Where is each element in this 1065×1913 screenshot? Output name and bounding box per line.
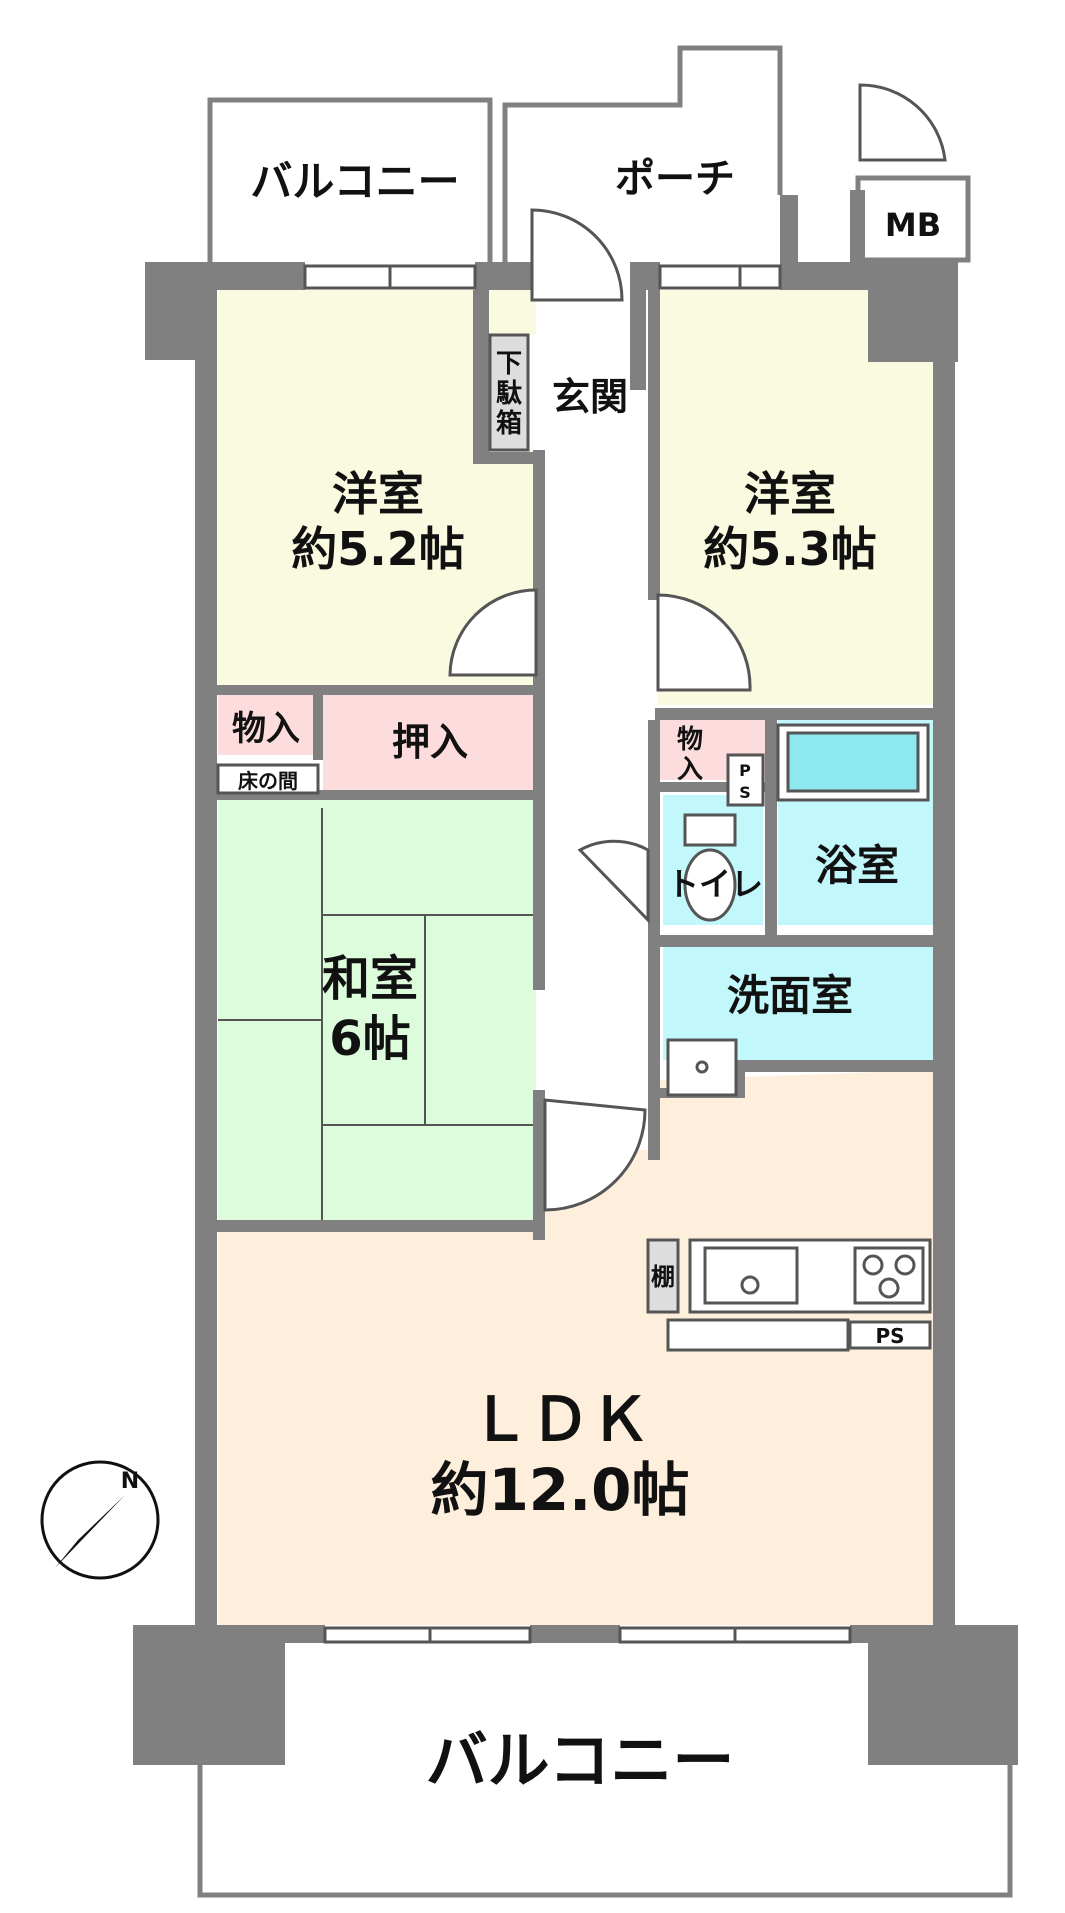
genkan-fill — [530, 335, 642, 450]
ps-small-label-1: P — [739, 761, 751, 780]
toilet-tank — [683, 813, 737, 847]
oshiire-label: 押入 — [392, 720, 468, 764]
getabako-label-2: 駄 — [496, 379, 522, 409]
washitsu-fill — [218, 800, 536, 1220]
tatami-lines — [218, 808, 536, 1220]
kitchen-sink — [703, 1246, 799, 1305]
washroom-label: 洗面室 — [727, 971, 853, 1020]
bathtub-inner — [786, 731, 920, 793]
genkan-label: 玄関 — [552, 375, 628, 419]
western-left-name: 洋室 — [332, 467, 424, 521]
storage-left-fill — [218, 695, 313, 755]
compass: N — [40, 1460, 160, 1580]
mb-label: MB — [885, 206, 941, 244]
tokonoma-label: 床の間 — [238, 769, 298, 793]
compass-needle — [55, 1495, 125, 1568]
balcony-top-label: バルコニー — [250, 157, 459, 206]
getabako-label-1: 下 — [496, 349, 522, 379]
ldk-fill — [218, 1070, 933, 1625]
western-right-name: 洋室 — [744, 467, 836, 521]
stove — [853, 1246, 925, 1305]
shelf-label: 棚 — [651, 1263, 675, 1291]
getabako-box — [488, 333, 530, 452]
porch-label: ポーチ — [615, 156, 735, 202]
oshiire-fill — [323, 695, 536, 790]
ps-kitchen-box — [848, 1320, 932, 1350]
walls — [133, 190, 1018, 1765]
window-top-right — [658, 264, 782, 290]
bath-label: 浴室 — [815, 841, 899, 890]
tokonoma-box — [216, 763, 320, 795]
window-bottom-left — [323, 1626, 532, 1644]
getabako-label-3: 箱 — [496, 408, 522, 439]
toilet-bowl — [683, 848, 737, 922]
windows — [303, 264, 852, 1644]
storage-right-label-2: 入 — [677, 755, 703, 785]
washbasin — [666, 1038, 738, 1097]
storage-right-label-1: 物 — [677, 725, 703, 755]
compass-north-label: N — [121, 1469, 139, 1494]
western-left-size: 約5.2帖 — [291, 522, 465, 576]
toilet-label: トイレ — [667, 865, 763, 903]
ps-small-label-2: S — [739, 783, 751, 802]
shelf-box — [646, 1238, 680, 1314]
fixtures — [216, 333, 932, 1352]
ps-kitchen-label: PS — [875, 1324, 904, 1348]
storage-left-label: 物入 — [232, 709, 300, 749]
doors — [448, 83, 947, 1212]
counter-bar — [666, 1318, 850, 1352]
ldk-name: ＬＤＫ — [470, 1385, 650, 1455]
labels: バルコニー ポーチ MB 玄関 下 駄 箱 洋室 約5.2帖 洋室 約5.3帖 … — [232, 156, 941, 1797]
balcony-bottom-label: バルコニー — [426, 1724, 735, 1797]
washitsu-name: 和室 — [322, 951, 418, 1007]
washitsu-size: 6帖 — [329, 1011, 410, 1067]
compass-circle — [40, 1460, 160, 1580]
ldk-size: 約12.0帖 — [430, 1456, 689, 1524]
western-right-size: 約5.3帖 — [703, 522, 877, 576]
ps-small-box — [726, 753, 765, 807]
outlines — [197, 45, 1013, 1898]
